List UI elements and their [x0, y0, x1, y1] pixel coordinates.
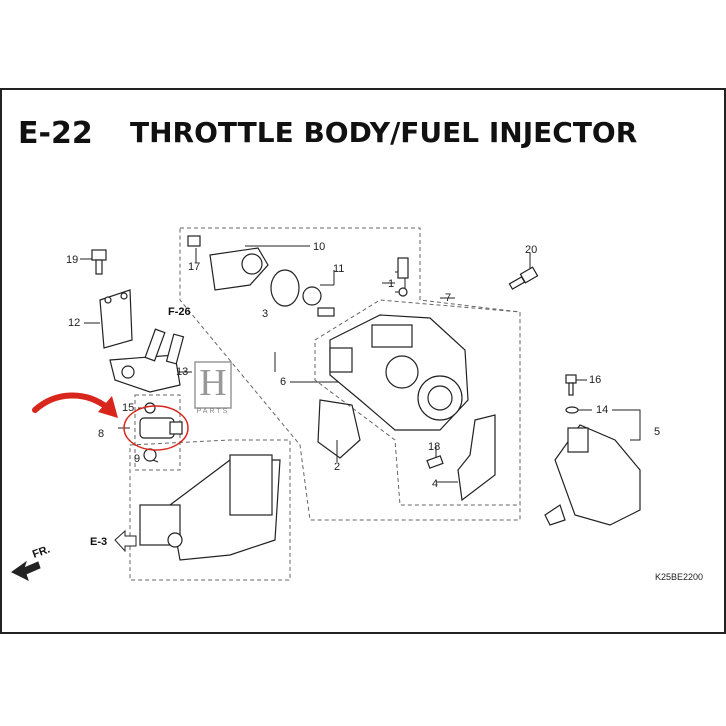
pipe-f26: [165, 333, 185, 365]
highlight-annotation: [32, 392, 189, 451]
callout-18: 18: [428, 441, 440, 453]
callout-1: 1: [388, 278, 394, 290]
diagram-code: K25BE2200: [655, 572, 703, 582]
screw-1: [397, 257, 409, 297]
throttle-body-subgroup-outline: [314, 299, 521, 506]
throttle-body-7: [329, 314, 469, 431]
callout-11: 11: [333, 263, 344, 275]
callout-13: 13: [176, 366, 188, 378]
callout-9: 9: [134, 453, 140, 465]
ref-f26: F-26: [168, 306, 191, 318]
bolt-20: [508, 266, 539, 290]
callout-15: 15: [122, 402, 134, 414]
callout-12: 12: [68, 317, 80, 329]
diagram-frame: [0, 88, 726, 634]
bolt-18: [426, 455, 444, 469]
fr-arrow: [11, 560, 41, 581]
fuel-injector-6: [139, 454, 281, 561]
highlight-arrow-head: [98, 396, 118, 418]
highlight-arrow-shaft: [32, 392, 111, 413]
cover-5: [544, 424, 641, 526]
callout-3: 3: [262, 308, 268, 320]
callout-20: 20: [525, 244, 537, 256]
o-ring-3: [270, 269, 300, 307]
watermark-letter: H: [199, 362, 226, 404]
watermark-word: PARTS: [197, 408, 230, 415]
callout-4: 4: [432, 478, 438, 490]
part-drawings: [91, 235, 641, 561]
callout-19: 19: [66, 254, 78, 266]
bracket-12: [99, 289, 133, 349]
callout-14: 14: [596, 404, 608, 416]
sensor-8: [139, 402, 183, 462]
sensor-10: [187, 235, 269, 291]
bolt-19: [91, 249, 107, 275]
ref-fr: FR.: [31, 543, 52, 560]
washer-14: [565, 406, 579, 414]
callout-labels: 1 2 3 4 5 6 7 8 9 10 11 12 13 14 15 16 1…: [66, 241, 660, 490]
section-title: THROTTLE BODY/FUEL INJECTOR: [130, 116, 638, 149]
callout-2: 2: [334, 461, 340, 473]
watermark-frame: [194, 361, 232, 409]
callout-5: 5: [654, 426, 660, 438]
callout-16: 16: [589, 374, 601, 386]
e3-arrow: [114, 529, 137, 553]
highlight-circle: [123, 405, 189, 451]
page-title: E-22 THROTTLE BODY/FUEL INJECTOR: [18, 116, 718, 156]
section-code: E-22: [18, 116, 93, 151]
watermark-logo: [194, 361, 232, 409]
callout-8: 8: [98, 428, 104, 440]
bracket-4: [457, 414, 496, 502]
gasket-2: [317, 399, 361, 459]
callout-6: 6: [280, 376, 286, 388]
reference-arrows: [11, 529, 137, 581]
callout-10: 10: [313, 241, 325, 253]
sensor-bracket-13: [109, 328, 181, 393]
bolt-16: [565, 374, 577, 396]
callout-17: 17: [188, 261, 200, 273]
throttle-body-group-outline: [179, 227, 521, 521]
gear-11: [302, 286, 335, 317]
callout-7: 7: [445, 292, 451, 304]
ref-e3: E-3: [90, 536, 107, 548]
